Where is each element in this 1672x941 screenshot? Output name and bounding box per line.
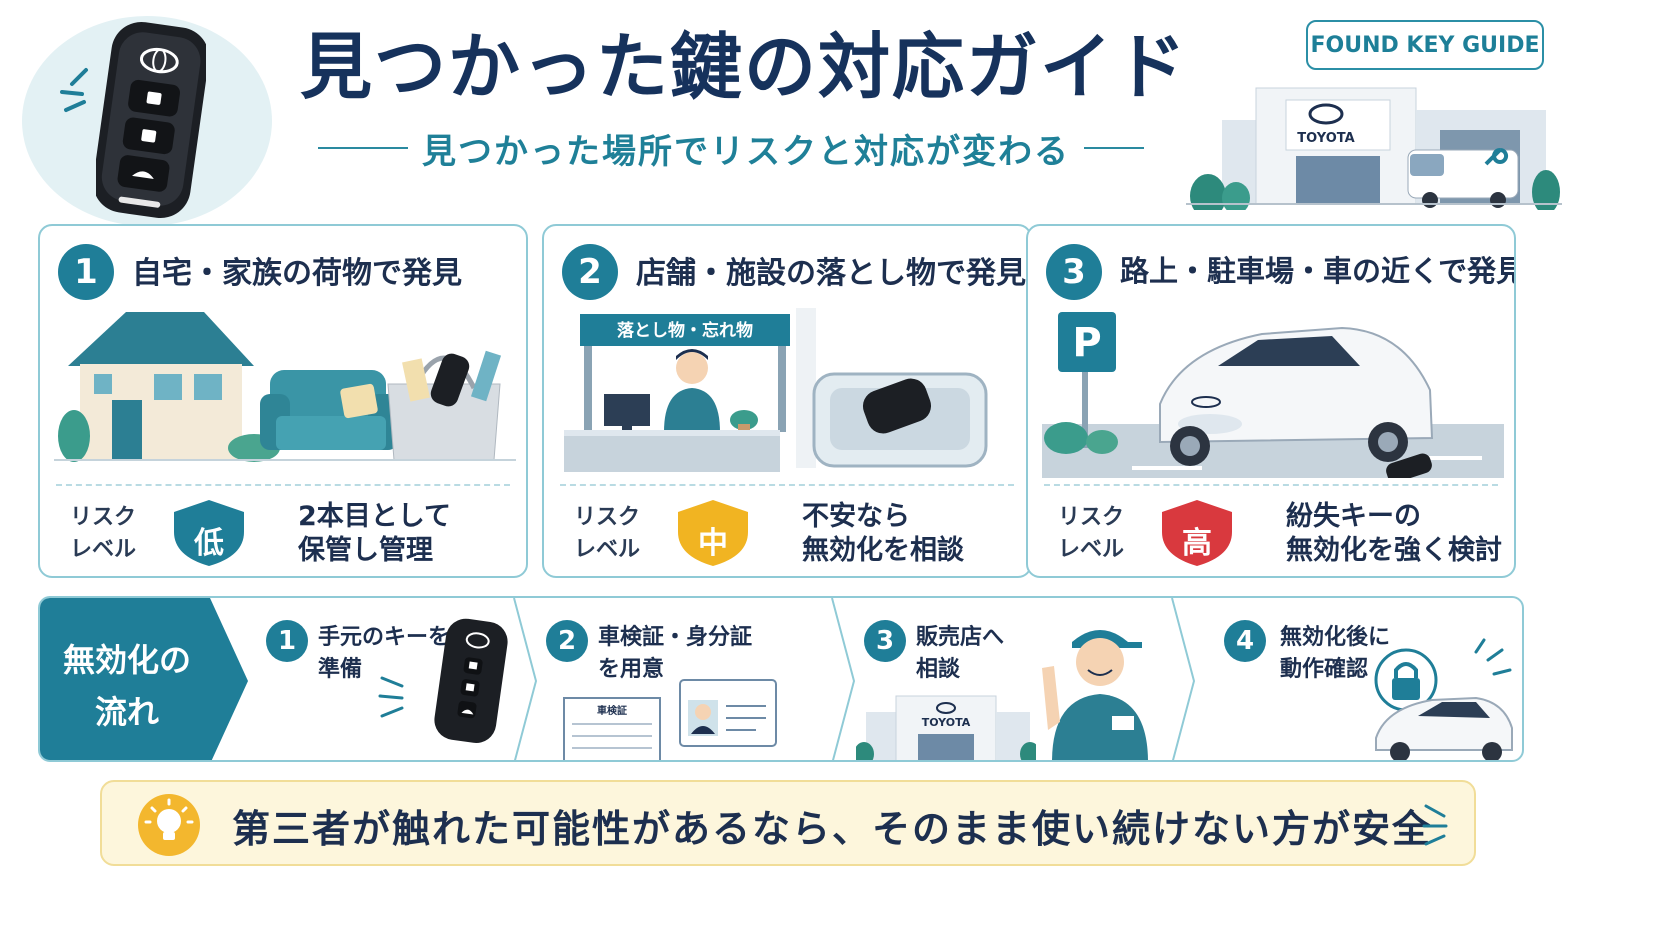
chevron-right-icon [513, 598, 538, 760]
risk-level-value: 低 [194, 526, 224, 561]
risk-card-home: 1 自宅・家族の荷物で発見 リスク レベル 低 2本目として 保管し管理 [38, 224, 528, 578]
dealer-sign-text: TOYOTA [1297, 131, 1354, 146]
step-text: 無効化後に 動作確認 [1280, 625, 1391, 682]
flow-step-1: 1 手元のキーを 準備 [248, 598, 524, 760]
home-sofa-bag-illustration [54, 312, 516, 462]
risk-card-street: 3 路上・駐車場・車の近くで発見 P リスク レベル 高 紛失キーの 無効化を強… [1026, 224, 1516, 578]
deactivation-flow-panel: 無効化の 流れ 1 手元のキーを 準備 2 [38, 596, 1524, 762]
lost-found-sign-text: 落とし物・忘れ物 [617, 320, 753, 341]
card-title: 店舗・施設の落とし物で発見 [636, 256, 1026, 291]
step-text: 手元のキーを 準備 [318, 625, 451, 682]
flow-step-2: 2 車検証・身分証 を用意 車検証 [538, 598, 830, 760]
risk-level-label: リスク レベル [574, 505, 641, 562]
subtitle-rule-left [318, 147, 408, 149]
step-text: 車検証・身分証 を用意 [598, 625, 753, 682]
card-number: 3 [1046, 244, 1102, 300]
recommended-action: 不安なら 無効化を相談 [802, 501, 964, 566]
step-number: 1 [266, 620, 308, 662]
recommended-action: 2本目として 保管し管理 [298, 501, 451, 566]
parking-sign-text: P [1072, 320, 1101, 366]
card-number: 1 [58, 244, 114, 300]
chevron-right-icon [831, 598, 856, 760]
step-number: 3 [864, 620, 906, 662]
lightbulb-icon [138, 794, 200, 856]
dealer-building-illustration: TOYOTA [856, 695, 1036, 760]
dealer-sign-text: TOYOTA [922, 716, 971, 729]
risk-shield-icon [678, 500, 748, 566]
risk-level-value: 中 [698, 526, 728, 561]
step-text: 販売店へ 相談 [916, 625, 1005, 682]
doc-label-text: 車検証 [597, 704, 627, 717]
page-title: 見つかった鍵の対応ガイド [300, 25, 1189, 109]
risk-card-store: 2 店舗・施設の落とし物で発見 落とし物・忘れ物 リスク レベル 中 不安なら … [542, 224, 1032, 578]
risk-level-label: リスク レベル [1058, 505, 1125, 562]
safety-tip-banner: 第三者が触れた可能性があるなら、そのまま使い続けない方が安全 [100, 780, 1476, 866]
subtitle-row: 見つかった場所でリスクと対応が変わる [318, 126, 1218, 172]
page-subtitle: 見つかった場所でリスクと対応が変わる [422, 131, 1070, 172]
risk-shield-icon [174, 500, 244, 566]
card-title: 路上・駐車場・車の近くで発見 [1120, 254, 1516, 288]
dealer-building-illustration: TOYOTA [1186, 87, 1562, 210]
tip-text: 第三者が触れた可能性があるなら、そのまま使い続けない方が安全 [232, 807, 1433, 851]
card-number: 2 [562, 244, 618, 300]
chevron-right-icon [1171, 598, 1196, 760]
dealer-staff-illustration [1042, 630, 1148, 760]
recommended-action: 紛失キーの 無効化を強く検討 [1286, 501, 1502, 566]
car-key-fob-icon [434, 618, 508, 743]
subtitle-rule-right [1084, 147, 1144, 149]
step-number: 4 [1224, 620, 1266, 662]
parking-lot-car-illustration: P [1042, 312, 1504, 478]
risk-shield-icon [1162, 500, 1232, 566]
risk-level-label: リスク レベル [70, 505, 137, 562]
step-number: 2 [546, 620, 588, 662]
flow-heading-arrow [40, 598, 248, 760]
lost-and-found-counter-illustration: 落とし物・忘れ物 [564, 308, 988, 472]
flow-step-4: 4 無効化後に 動作確認 [1196, 598, 1522, 760]
vehicle-registration-and-id-card-illustration: 車検証 [563, 679, 777, 760]
car-key-fob-icon [96, 21, 206, 219]
found-key-guide-badge: FOUND KEY GUIDE [1306, 20, 1544, 70]
card-divider [560, 484, 1014, 486]
flow-heading: 無効化の 流れ [62, 641, 191, 731]
risk-level-value: 高 [1182, 526, 1212, 561]
sparkle-icon [378, 676, 404, 718]
car-lock-check-illustration [1374, 638, 1513, 760]
card-divider [56, 484, 510, 486]
card-divider [1044, 484, 1498, 486]
flow-step-3: 3 販売店へ 相談 TOYOTA [856, 598, 1172, 760]
card-title: 自宅・家族の荷物で発見 [132, 256, 462, 291]
sparkle-icon [1422, 804, 1448, 846]
sparkle-icon [60, 68, 88, 112]
